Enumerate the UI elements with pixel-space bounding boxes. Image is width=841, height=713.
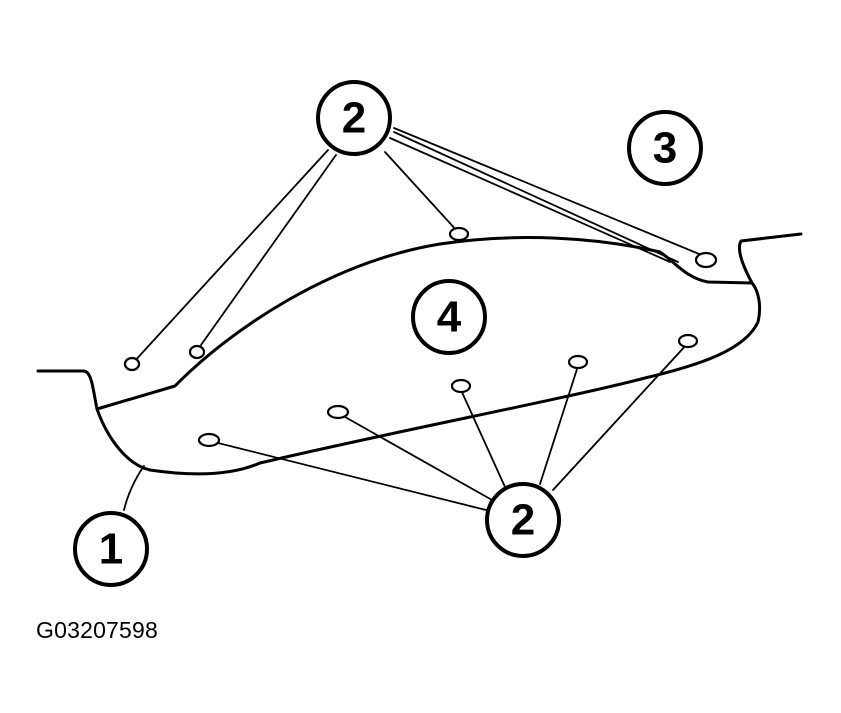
fastener-hole (677, 333, 699, 349)
fastener-hole (448, 226, 470, 242)
callout-3-label: 3 (653, 124, 677, 173)
fastener-hole (123, 356, 141, 372)
fastener-hole (197, 432, 221, 448)
figure-id: G03207598 (36, 617, 159, 643)
vehicle-underbody-outline (36, 232, 803, 411)
callout-2-bottom: 2 (485, 482, 561, 558)
callout-2-top: 2 (316, 80, 392, 156)
fastener-hole (694, 251, 718, 269)
top-callout-2-leaders (131, 127, 705, 365)
fastener-hole (326, 404, 350, 420)
callout-1-leader (123, 465, 145, 511)
callout-2-top-label: 2 (342, 94, 366, 143)
callout-3: 3 (627, 110, 703, 186)
fastener-hole (188, 344, 206, 360)
callout-1: 1 (73, 511, 149, 587)
bottom-callout-2-leaders (209, 342, 689, 511)
callout-4-label: 4 (437, 293, 462, 342)
callout-1-label: 1 (99, 525, 123, 574)
fastener-hole (450, 378, 472, 394)
fastener-hole (567, 354, 589, 370)
fastener-holes (123, 226, 718, 448)
splash-shield-lower-edge (95, 281, 762, 476)
callout-4: 4 (411, 279, 487, 355)
callout-2-bottom-label: 2 (511, 496, 535, 545)
